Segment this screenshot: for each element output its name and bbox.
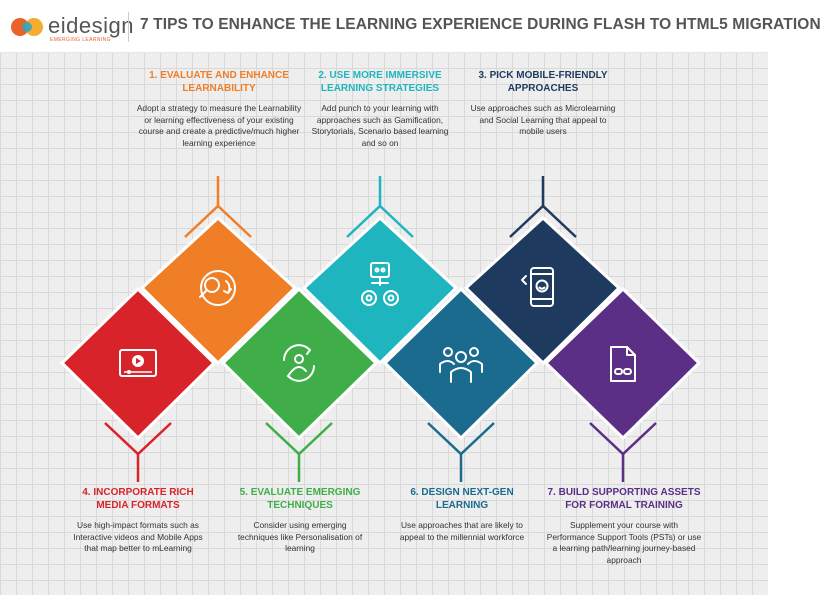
tip-1-title: 1. EVALUATE AND ENHANCE LEARNABILITY [149,70,289,94]
tips-diagram [59,176,702,482]
tip-3-title: 3. PICK MOBILE-FRIENDLY APPROACHES [478,70,608,94]
tip-6-description: Use approaches that are likely to appeal… [399,520,525,542]
page-title: 7 TIPS TO ENHANCE THE LEARNING EXPERIENC… [140,16,821,33]
tip-6: 6. DESIGN NEXT-GEN LEARNING Use approach… [396,487,528,543]
document-link-icon [610,346,636,382]
diamond-tip6 [382,286,540,441]
magnifier-cycle-icon [199,270,236,306]
logo-tagline: EMERGING LEARNING [50,37,111,43]
header: eidesign EMERGING LEARNING 7 TIPS TO ENH… [0,0,821,53]
header-divider [128,12,129,42]
diamond-tip7 [543,286,702,441]
robot-gears-icon [361,262,399,306]
eidesign-logo: eidesign EMERGING LEARNING [10,10,133,43]
tip-7: 7. BUILD SUPPORTING ASSETS FOR FORMAL TR… [546,487,702,566]
tip-6-title: 6. DESIGN NEXT-GEN LEARNING [410,487,514,511]
tip-7-description: Supplement your course with Performance … [546,520,702,565]
tip-5-description: Consider using emerging techniques like … [237,520,363,553]
tip-5-title: 5. EVALUATE EMERGING TECHNIQUES [239,487,361,511]
tip-5: 5. EVALUATE EMERGING TECHNIQUES Consider… [234,487,366,555]
connector-tip5 [265,422,333,482]
diamond-tip2 [301,215,459,366]
tip-2: 2. USE MORE IMMERSIVE LEARNING STRATEGIE… [305,70,455,149]
diamond-tip1 [139,215,298,366]
smartphone-icon [521,267,554,307]
connector-tip1 [184,176,252,238]
tip-2-description: Add punch to your learning with approach… [311,103,449,148]
tip-1-description: Adopt a strategy to measure the Learnabi… [136,103,302,148]
logo-text: eidesign [48,13,134,38]
connector-tip4 [104,422,172,482]
connector-tip3 [509,176,577,238]
tip-4-description: Use high-impact formats such as Interact… [73,520,203,553]
tip-3: 3. PICK MOBILE-FRIENDLY APPROACHES Use a… [470,70,616,138]
connector-tip7 [589,422,657,482]
person-cycle-icon [283,344,315,382]
tip-1: 1. EVALUATE AND ENHANCE LEARNABILITY Ado… [136,70,302,149]
group-people-icon [439,347,483,383]
connectors [104,176,657,482]
connector-tip6 [427,422,495,482]
video-player-icon [119,349,157,377]
tip-4: 4. INCORPORATE RICH MEDIA FORMATS Use hi… [70,487,206,555]
tip-4-title: 4. INCORPORATE RICH MEDIA FORMATS [82,487,194,511]
tip-7-title: 7. BUILD SUPPORTING ASSETS FOR FORMAL TR… [547,487,701,511]
tip-3-description: Use approaches such as Microlearning and… [470,103,616,136]
connector-tip2 [346,176,414,238]
logo-mark-icon [11,18,43,36]
tip-2-title: 2. USE MORE IMMERSIVE LEARNING STRATEGIE… [318,70,442,94]
